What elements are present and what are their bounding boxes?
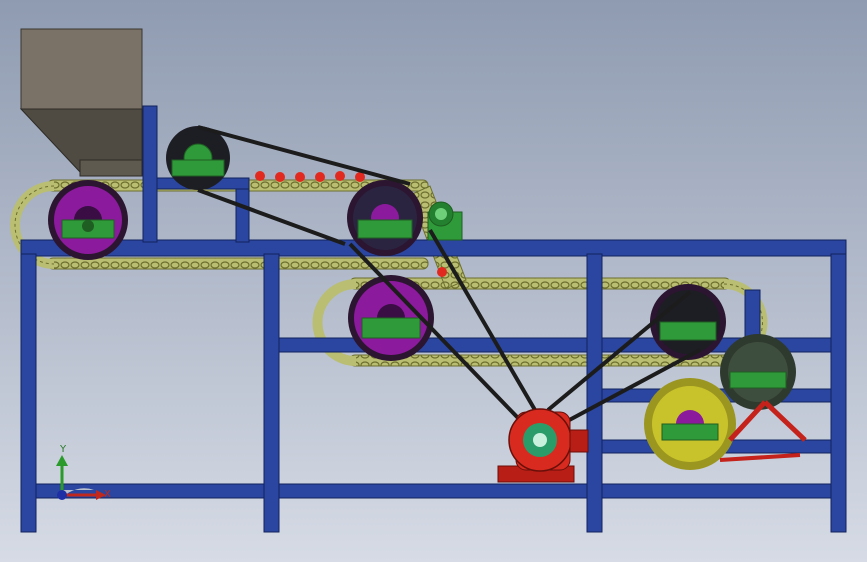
left-purple-sprocket[interactable] bbox=[48, 180, 128, 260]
y-axis-label: Y bbox=[59, 444, 67, 455]
dark-gear[interactable] bbox=[720, 334, 796, 410]
conveyor-rollers bbox=[255, 171, 447, 277]
tension-roller[interactable] bbox=[427, 201, 463, 241]
upper-right-sprocket[interactable] bbox=[347, 180, 423, 256]
yellow-gear[interactable] bbox=[644, 378, 736, 470]
coordinate-axis-triad: Y X bbox=[56, 444, 111, 500]
red-support-bracket bbox=[719, 400, 807, 462]
x-axis-label: X bbox=[104, 489, 111, 500]
hopper[interactable] bbox=[19, 28, 143, 177]
upper-black-pulley[interactable] bbox=[166, 126, 230, 190]
electric-motor[interactable] bbox=[497, 408, 589, 483]
middle-purple-sprocket[interactable] bbox=[348, 275, 434, 361]
drive-belts bbox=[197, 125, 701, 427]
